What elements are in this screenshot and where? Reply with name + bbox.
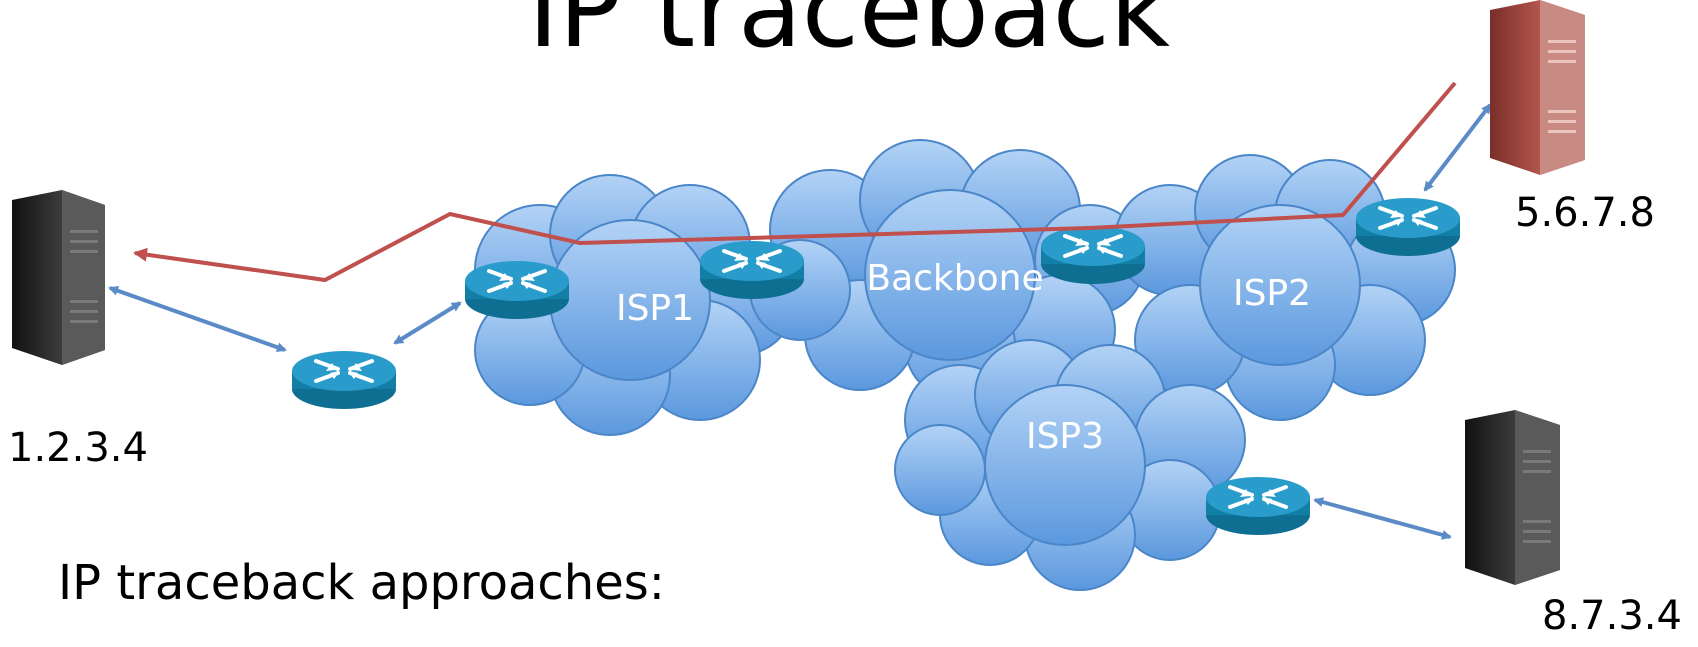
router-icon <box>290 349 398 411</box>
cloud-label-isp1: ISP1 <box>616 288 694 329</box>
ip-label-top-right: 5.6.7.8 <box>1515 190 1655 236</box>
cloud-label-isp3: ISP3 <box>1026 416 1104 457</box>
server-icon-left <box>12 190 105 365</box>
router-icon <box>1204 475 1312 537</box>
router-icon <box>1039 224 1147 286</box>
cloud-isp3: ISP3 <box>894 339 1246 591</box>
router-icon <box>698 239 806 301</box>
link-host-left-router <box>108 285 287 353</box>
cloud-label-backbone: Backbone <box>866 258 1043 299</box>
traceback-path <box>133 81 1457 283</box>
slide-title: IP traceback <box>527 0 1171 71</box>
links <box>108 103 1492 540</box>
approaches-heading: IP traceback approaches: <box>58 555 665 611</box>
server-icon-attacker <box>1490 0 1585 175</box>
ip-label-bottom-right: 8.7.3.4 <box>1542 593 1682 639</box>
cloud-backbone: Backbone <box>749 139 1146 401</box>
router-icon <box>1354 196 1462 258</box>
server-icon-bottom-right <box>1465 410 1560 585</box>
router-icon <box>463 259 571 321</box>
cloud-label-isp2: ISP2 <box>1233 273 1311 314</box>
link-router-isp1 <box>393 301 462 345</box>
link-isp2-attacker <box>1423 103 1492 192</box>
cloud-isp2: ISP2 <box>1114 154 1456 421</box>
ip-label-left: 1.2.3.4 <box>8 425 148 471</box>
link-isp3-host <box>1313 497 1452 540</box>
